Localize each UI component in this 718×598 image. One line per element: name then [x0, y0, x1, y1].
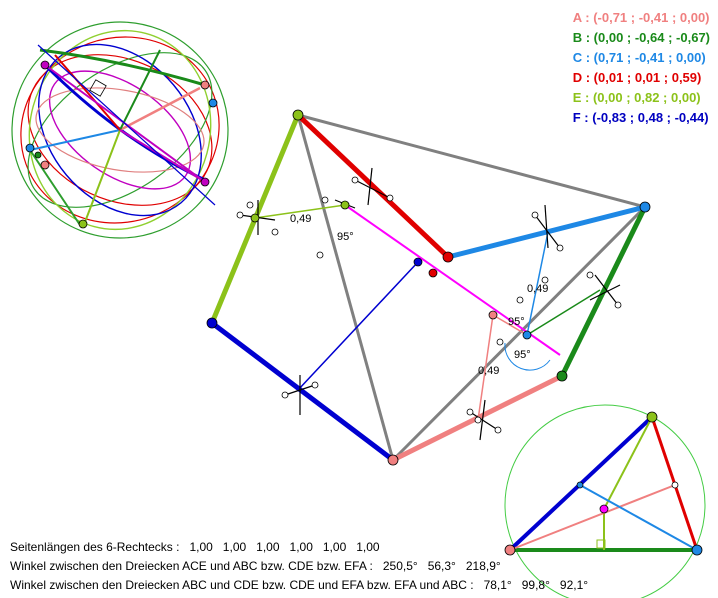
point-name: B [572, 30, 583, 45]
angle-label-1: 95° [337, 231, 354, 243]
measurement-info: Seitenlängen des 6-Rechtecks : 1,00 1,00… [10, 538, 588, 595]
edge-A-F [210, 321, 395, 462]
point-value: (0,00 ; -0,64 ; -0,67) [593, 30, 710, 45]
distance-label-3: 0,49 [478, 365, 499, 377]
vertex-F [206, 317, 218, 329]
vertex-E [292, 109, 304, 121]
point-name: F [572, 110, 581, 125]
angle-label-3: 95° [514, 349, 531, 361]
distance-label-1: 0,49 [290, 213, 311, 225]
point-name: D [572, 70, 583, 85]
point-value: (0,00 ; 0,82 ; 0,00) [592, 90, 701, 105]
angles-row-2: Winkel zwischen den Dreiecken ABC und CD… [10, 576, 588, 595]
point-A-coordinates: A : (-0,71 ; -0,41 ; 0,00) [572, 10, 710, 25]
sphere-view [11, 21, 229, 239]
diagonal-gray-2 [297, 113, 646, 209]
angles-row-1: Winkel zwischen den Dreiecken ACE und AB… [10, 557, 588, 576]
angles-label-1: Winkel zwischen den Dreiecken ACE und AB… [10, 559, 373, 573]
vertex-C [639, 201, 651, 213]
point-value: (-0,83 ; 0,48 ; -0,44) [592, 110, 709, 125]
point-coordinate-list: A : (-0,71 ; -0,41 ; 0,00) B : (0,00 ; -… [573, 8, 710, 128]
point-E-coordinates: E : (0,00 ; 0,82 ; 0,00) [572, 90, 701, 105]
edge-C-B [559, 205, 648, 378]
point-value: (0,01 ; 0,01 ; 0,59) [593, 70, 702, 85]
side-lengths-row: Seitenlängen des 6-Rechtecks : 1,00 1,00… [10, 538, 588, 557]
point-name: E [572, 90, 582, 105]
point-C-coordinates: C : (0,71 ; -0,41 ; 0,00) [572, 50, 706, 65]
angles-values-1: 250,5° 56,3° 218,9° [382, 559, 501, 573]
side-lengths-label: Seitenlängen des 6-Rechtecks : [10, 540, 180, 554]
point-name: C [572, 50, 583, 65]
angles-values-2: 78,1° 99,8° 92,1° [483, 578, 589, 592]
vertex-B [556, 370, 568, 382]
point-F-coordinates: F : (-0,83 ; 0,48 ; -0,44) [572, 110, 709, 125]
point-D-coordinates: D : (0,01 ; 0,01 ; 0,59) [572, 70, 702, 85]
point-value: (-0,71 ; -0,41 ; 0,00) [593, 10, 710, 25]
angles-label-2: Winkel zwischen den Dreiecken ABC und CD… [10, 578, 474, 592]
edge-E-D [296, 113, 450, 259]
point-value: (0,71 ; -0,41 ; 0,00) [593, 50, 706, 65]
vertex-A [387, 454, 399, 466]
hexagon-view: 0,49 95° 0,49 95° 95° 0,49 [206, 109, 651, 466]
distance-label-2: 0,49 [527, 283, 548, 295]
triangle-view [504, 404, 706, 598]
vertex-D [442, 251, 454, 263]
point-B-coordinates: B : (0,00 ; -0,64 ; -0,67) [572, 30, 710, 45]
point-name: A [572, 10, 582, 25]
diagonal-gray-1 [296, 114, 395, 461]
diagonal-gray-3 [391, 205, 647, 462]
angle-label-2: 95° [508, 316, 525, 328]
side-lengths-values: 1,00 1,00 1,00 1,00 1,00 1,00 [189, 540, 380, 554]
